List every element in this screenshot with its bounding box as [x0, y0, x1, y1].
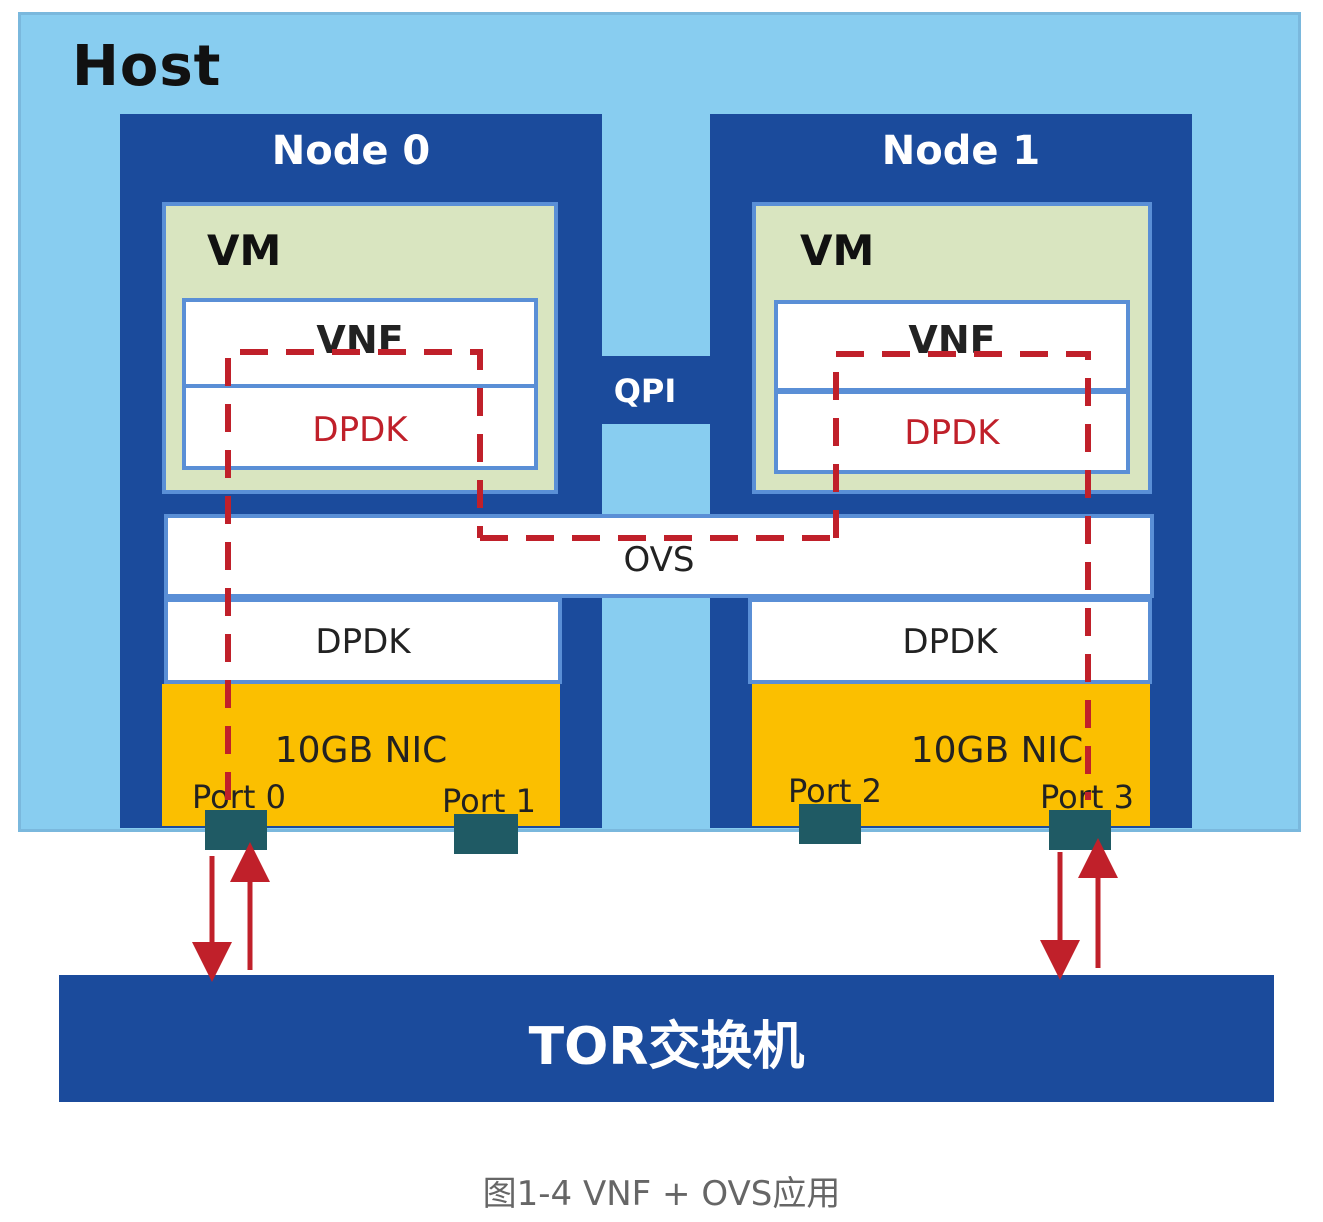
- qpi-link: [596, 356, 716, 424]
- node-0-title: Node 0: [271, 128, 431, 174]
- vm-0-dpdk-label: DPDK: [312, 410, 408, 450]
- vm-1-title: VM: [800, 226, 875, 275]
- host-dpdk-0-label: DPDK: [315, 622, 411, 662]
- port-2-connector: [799, 804, 861, 844]
- ovs-label: OVS: [623, 540, 695, 580]
- nic-1-box: [752, 684, 1150, 826]
- port-0-label: Port 0: [192, 778, 286, 816]
- ovs-box: [164, 514, 1154, 598]
- path-node1-out: [833, 351, 1091, 800]
- host-dpdk-1-box: [748, 598, 1152, 684]
- vm-0-title: VM: [207, 226, 282, 275]
- port-2-label: Port 2: [788, 772, 882, 810]
- tor-switch-label: TOR交换机: [528, 1017, 805, 1077]
- figure-caption: 图1-4 VNF + OVS应用: [482, 1174, 841, 1214]
- qpi-label: QPI: [613, 372, 677, 410]
- host-title: Host: [72, 34, 222, 99]
- tor-switch-box: [59, 975, 1274, 1102]
- port-1-connector: [454, 814, 518, 854]
- port-1-label: Port 1: [442, 782, 536, 820]
- nic-1-label: 10GB NIC: [910, 730, 1084, 771]
- host-dpdk-1-label: DPDK: [902, 622, 998, 662]
- vm-1-dpdk-label: DPDK: [904, 413, 1000, 453]
- nic-0-label: 10GB NIC: [274, 730, 448, 771]
- node-1-title: Node 1: [881, 128, 1041, 174]
- path-node0-in: [225, 349, 483, 800]
